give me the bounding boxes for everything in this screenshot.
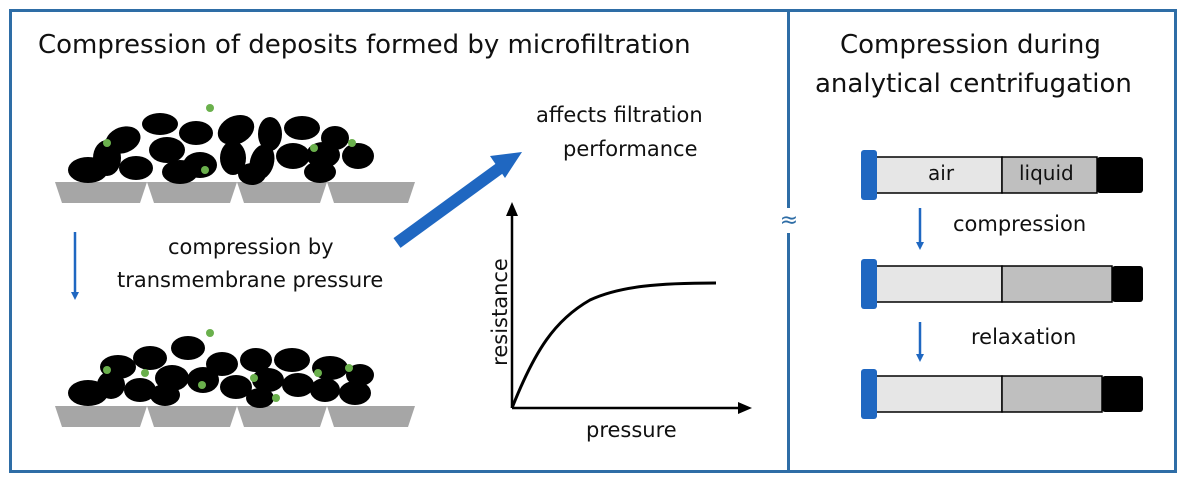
fine-particles-bottom bbox=[103, 329, 353, 402]
effect-label-line2: performance bbox=[563, 137, 698, 161]
resistance-curve bbox=[510, 281, 717, 409]
deposit-loose bbox=[68, 113, 374, 185]
membrane-top bbox=[55, 182, 415, 203]
effect-arrow bbox=[393, 152, 522, 248]
tube-compressed bbox=[861, 259, 1143, 309]
panel-divider bbox=[787, 9, 790, 473]
right-panel-title-line1: Compression during bbox=[840, 30, 1101, 60]
deposit-compressed bbox=[68, 336, 374, 408]
tube-air-label: air bbox=[928, 161, 955, 185]
fine-particles-top bbox=[103, 104, 356, 174]
membrane-bottom bbox=[55, 406, 415, 427]
graph-ylabel: resistance bbox=[488, 258, 512, 366]
step-relaxation-label: relaxation bbox=[971, 325, 1077, 349]
graph-xlabel: pressure bbox=[586, 418, 677, 442]
right-panel-title-line2: analytical centrifugation bbox=[815, 69, 1132, 99]
effect-label-line1: affects filtration bbox=[536, 103, 703, 127]
outer-frame bbox=[9, 9, 1177, 473]
approx-symbol: ≈ bbox=[778, 208, 800, 233]
compression-label-line2: transmembrane pressure bbox=[117, 268, 384, 292]
tube-initial bbox=[861, 150, 1143, 200]
left-panel-title: Compression of deposits formed by microf… bbox=[38, 30, 691, 60]
tube-liquid-label: liquid bbox=[1019, 161, 1074, 185]
step-compression-label: compression bbox=[953, 212, 1087, 236]
graph-axes bbox=[506, 202, 752, 414]
compression-label-line1: compression by bbox=[168, 235, 334, 259]
tube-relaxed bbox=[861, 369, 1143, 419]
